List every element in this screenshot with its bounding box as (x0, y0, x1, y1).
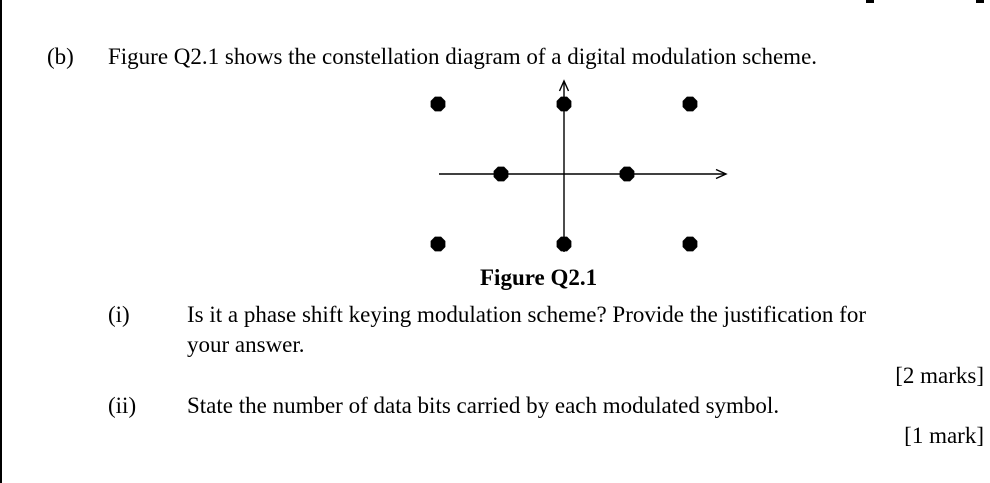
figure-caption: Figure Q2.1 (480, 265, 598, 290)
part-i-label: (i) (108, 302, 130, 327)
quadrature-axis-arrowhead (558, 79, 570, 92)
constellation-point (430, 96, 446, 112)
constellation-point (682, 96, 698, 112)
constellation-point (619, 166, 635, 182)
top-bracket-mark-right (976, 0, 984, 3)
question-text: Figure Q2.1 shows the constellation diag… (108, 44, 818, 69)
constellation-point (682, 236, 698, 252)
page-left-border (0, 0, 2, 483)
constellation-point (556, 236, 572, 252)
part-ii-text: State the number of data bits carried by… (187, 393, 780, 418)
part-i-text-line1: Is it a phase shift keying modulation sc… (187, 302, 866, 327)
part-ii-label: (ii) (108, 393, 137, 418)
top-bracket-mark-left (866, 0, 874, 3)
part-i-marks: [2 marks] (895, 363, 984, 388)
constellation-point (430, 236, 446, 252)
part-i-text-line2: your answer. (187, 332, 305, 357)
constellation-diagram (430, 79, 728, 252)
in-phase-axis-arrowhead (715, 168, 728, 180)
part-ii-marks: [1 mark] (904, 423, 984, 448)
constellation-point (493, 166, 509, 182)
constellation-point (556, 96, 572, 112)
question-label: (b) (47, 44, 74, 69)
